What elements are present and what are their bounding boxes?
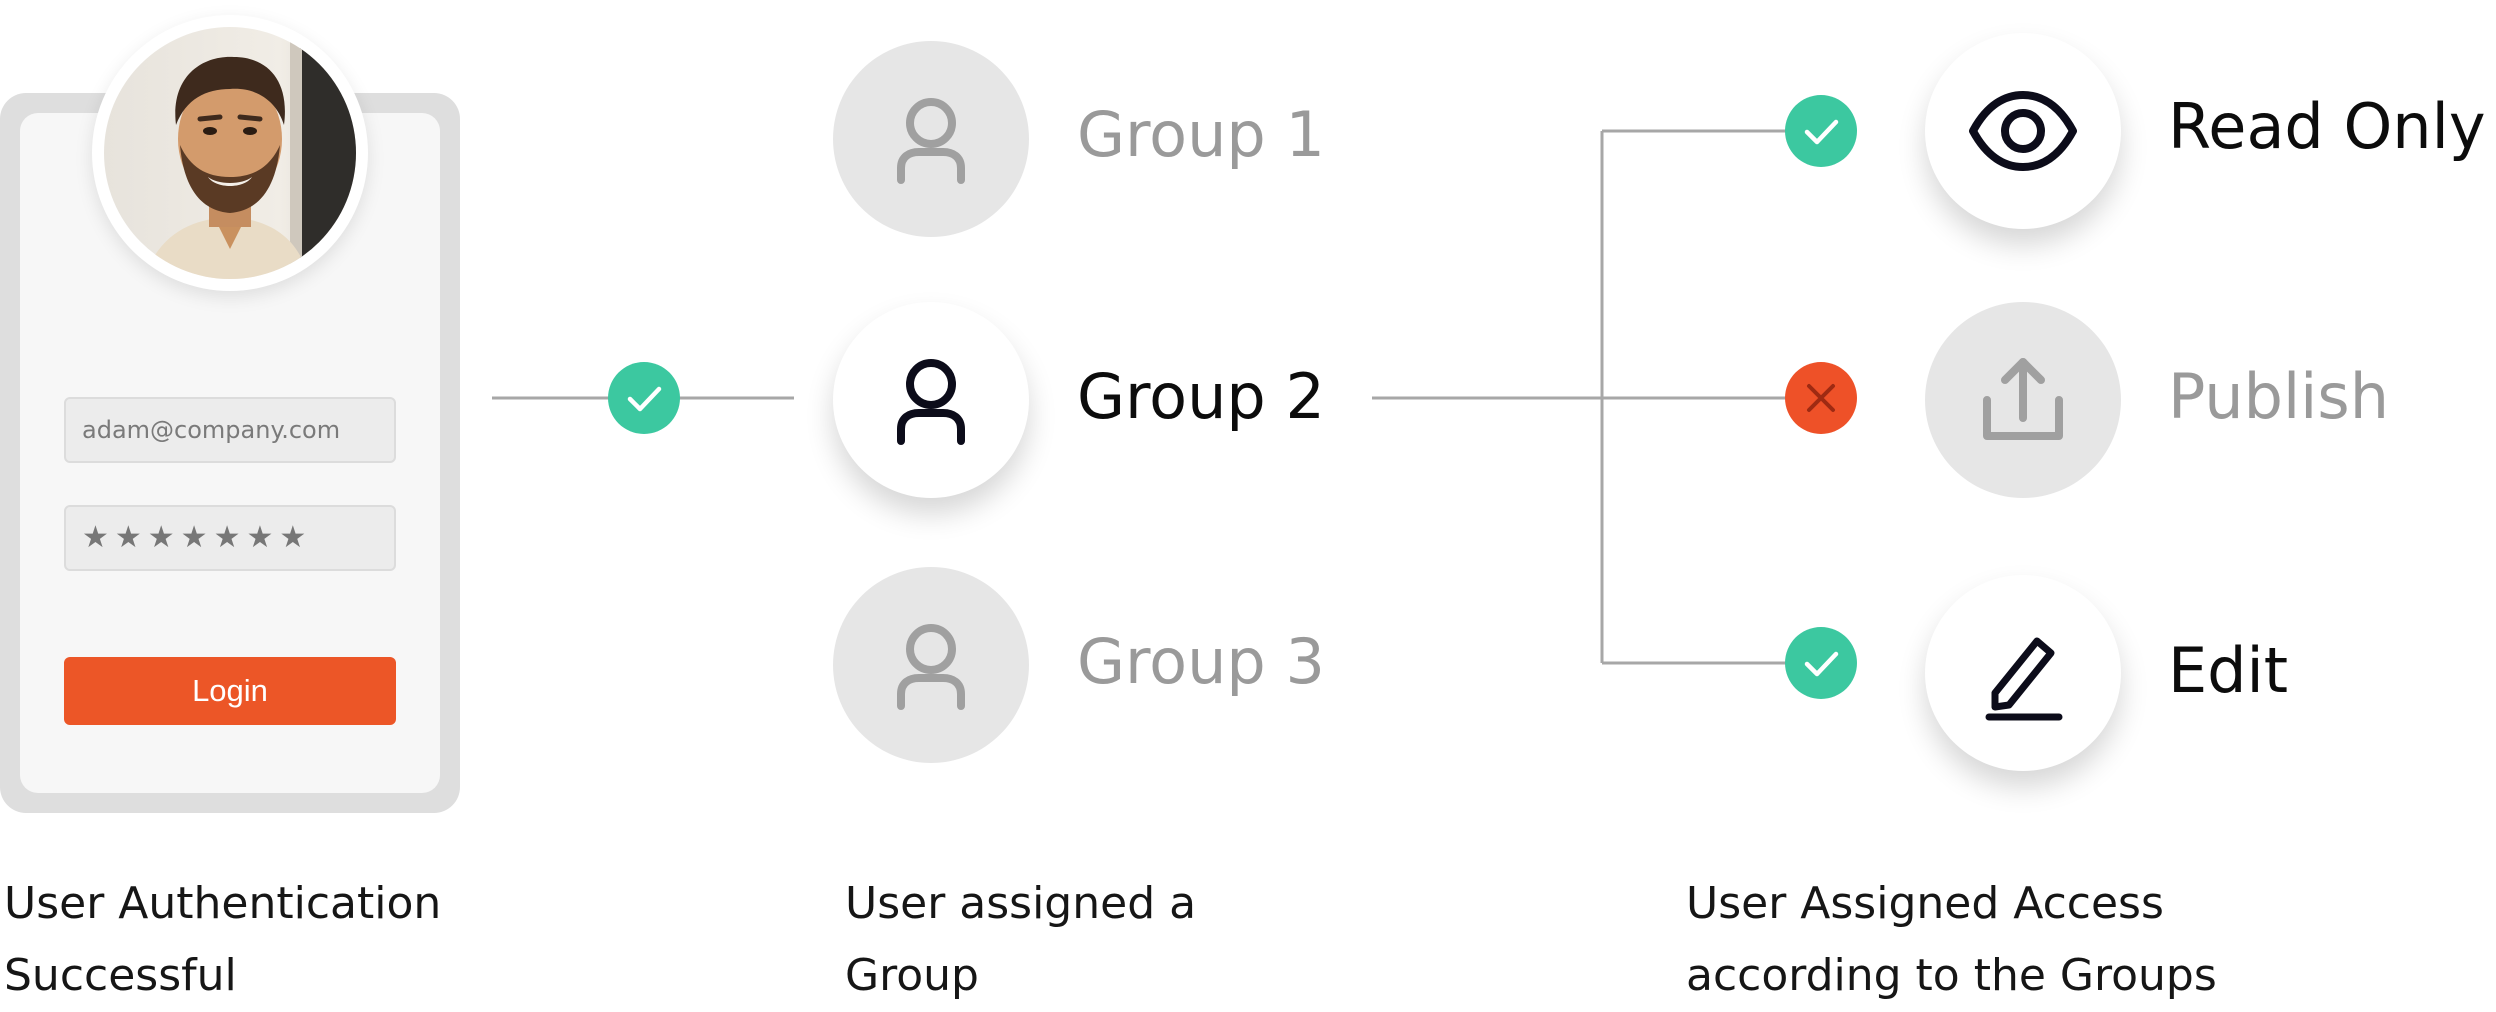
close-icon (1807, 384, 1835, 412)
group-caption: User assigned a Group (845, 868, 1196, 1012)
publish-circle[interactable] (1925, 302, 2121, 498)
check-icon (1804, 651, 1839, 677)
read-only-granted-badge (1785, 95, 1857, 167)
edit-granted-badge (1785, 627, 1857, 699)
group-3-label: Group 3 (1077, 625, 1325, 698)
auth-caption: User Authentication Successful (4, 868, 441, 1012)
access-caption-line-2: according to the Groups (1686, 950, 2217, 1001)
group-caption-line-2: Group (845, 950, 979, 1001)
edit-label: Edit (2168, 634, 2289, 707)
group-1-label: Group 1 (1077, 98, 1325, 171)
password-mask: ★★★★★★★ (82, 520, 313, 555)
eye-icon (1969, 91, 2077, 171)
publish-denied-badge (1785, 362, 1857, 434)
email-value: adam@company.com (82, 416, 341, 444)
read-only-label: Read Only (2168, 90, 2486, 163)
edit-circle[interactable] (1925, 575, 2121, 771)
user-icon (897, 98, 965, 184)
publish-label: Publish (2168, 360, 2389, 433)
upload-icon (1983, 358, 2063, 440)
auth-caption-line-1: User Authentication (4, 878, 442, 929)
group-caption-line-1: User assigned a (845, 878, 1197, 929)
group-2-circle[interactable] (833, 302, 1029, 498)
pencil-icon (1985, 637, 2063, 721)
user-icon (897, 624, 965, 710)
auth-success-badge (608, 362, 680, 434)
access-caption: User Assigned Access according to the Gr… (1686, 868, 2217, 1012)
group-3-circle[interactable] (833, 567, 1029, 763)
email-field[interactable]: adam@company.com (64, 397, 396, 463)
check-icon (627, 386, 662, 412)
group-1-circle[interactable] (833, 41, 1029, 237)
auth-caption-line-2: Successful (4, 950, 237, 1001)
access-caption-line-1: User Assigned Access (1686, 878, 2164, 929)
check-icon (1804, 119, 1839, 145)
user-photo (104, 27, 356, 279)
read-only-circle[interactable] (1925, 33, 2121, 229)
user-avatar (92, 15, 368, 291)
user-icon (897, 359, 965, 445)
group-2-label: Group 2 (1077, 360, 1325, 433)
password-field[interactable]: ★★★★★★★ (64, 505, 396, 571)
login-button[interactable]: Login (64, 657, 396, 725)
